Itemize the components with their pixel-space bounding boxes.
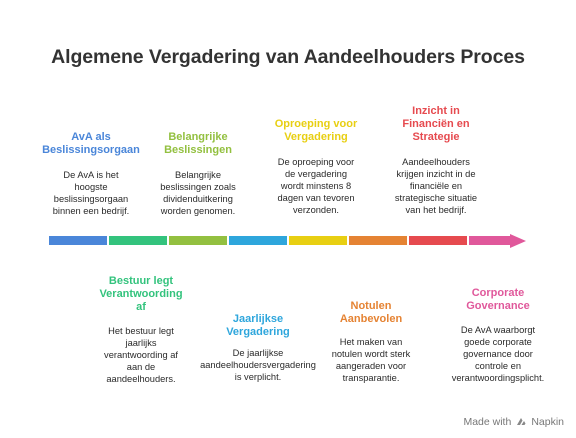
step-description-text: Het maken van notulen wordt sterk aanger… xyxy=(331,337,411,383)
step-4-title: Jaarlijkse Vergadering xyxy=(202,313,314,349)
step-heading: Notulen Aanbevolen xyxy=(339,300,403,325)
step-heading: Inzicht in Financiën en Strategie xyxy=(402,105,470,143)
step-7-title: Inzicht in Financiën en Strategie xyxy=(380,105,492,154)
step-8-description: De AvA waarborgt goede corporate governa… xyxy=(438,324,558,384)
step-description-text: De AvA is het hoogste beslissingsorgaan … xyxy=(52,170,130,216)
timeline-segment-1 xyxy=(49,236,107,245)
step-description-text: Het bestuur legt jaarlijks verantwoordin… xyxy=(104,326,178,384)
step-3-description: Belangrijke beslissingen zoals dividendu… xyxy=(138,169,258,217)
timeline-arrowhead xyxy=(510,234,526,248)
step-8-title: Corporate Governance xyxy=(442,287,554,323)
step-1-description: De AvA is het hoogste beslissingsorgaan … xyxy=(31,169,151,217)
timeline-segment-5 xyxy=(289,236,347,245)
napkin-brand-text: Napkin xyxy=(531,416,564,428)
step-heading: Oproeping voor Vergadering xyxy=(274,118,358,143)
step-description-text: Belangrijke beslissingen zoals dividendu… xyxy=(160,170,236,216)
step-heading: Corporate Governance xyxy=(466,287,530,312)
step-2-title: Bestuur legt Verantwoording af xyxy=(85,275,197,324)
timeline-segment-3 xyxy=(169,236,227,245)
timeline-segment-4 xyxy=(229,236,287,245)
timeline-segment-2 xyxy=(109,236,167,245)
step-heading: Jaarlijkse Vergadering xyxy=(226,313,290,338)
step-description-text: De oproeping voor de vergadering wordt m… xyxy=(277,157,355,215)
step-heading: AvA als Beslissingsorgaan xyxy=(42,131,140,156)
step-7-description: Aandeelhouders krijgen inzicht in de fin… xyxy=(376,156,496,216)
step-heading: Belangrijke Beslissingen xyxy=(164,131,232,156)
napkin-logo-icon xyxy=(517,418,526,425)
step-description-text: De jaarlijkse aandeelhoudersvergadering … xyxy=(200,348,316,382)
step-1-title: AvA als Beslissingsorgaan xyxy=(35,131,147,167)
step-2-description: Het bestuur legt jaarlijks verantwoordin… xyxy=(81,325,201,385)
step-3-title: Belangrijke Beslissingen xyxy=(142,131,254,167)
step-6-description: Het maken van notulen wordt sterk aanger… xyxy=(311,336,431,384)
footer-credit: Made with Napkin xyxy=(463,416,564,428)
diagram-title: Algemene Vergadering van Aandeelhouders … xyxy=(51,46,525,68)
step-5-description: De oproeping voor de vergadering wordt m… xyxy=(256,156,376,216)
step-5-title: Oproeping voor Vergadering xyxy=(260,118,372,154)
step-6-title: Notulen Aanbevolen xyxy=(315,300,427,336)
step-description-text: Aandeelhouders krijgen inzicht in de fin… xyxy=(394,157,478,215)
made-with-text: Made with xyxy=(463,416,512,428)
timeline-segment-8 xyxy=(469,236,510,245)
step-heading: Bestuur legt Verantwoording af xyxy=(99,275,183,313)
step-description-text: De AvA waarborgt goede corporate governa… xyxy=(451,325,545,383)
timeline-segment-7 xyxy=(409,236,467,245)
timeline-segment-6 xyxy=(349,236,407,245)
step-4-description: De jaarlijkse aandeelhoudersvergadering … xyxy=(198,347,318,383)
